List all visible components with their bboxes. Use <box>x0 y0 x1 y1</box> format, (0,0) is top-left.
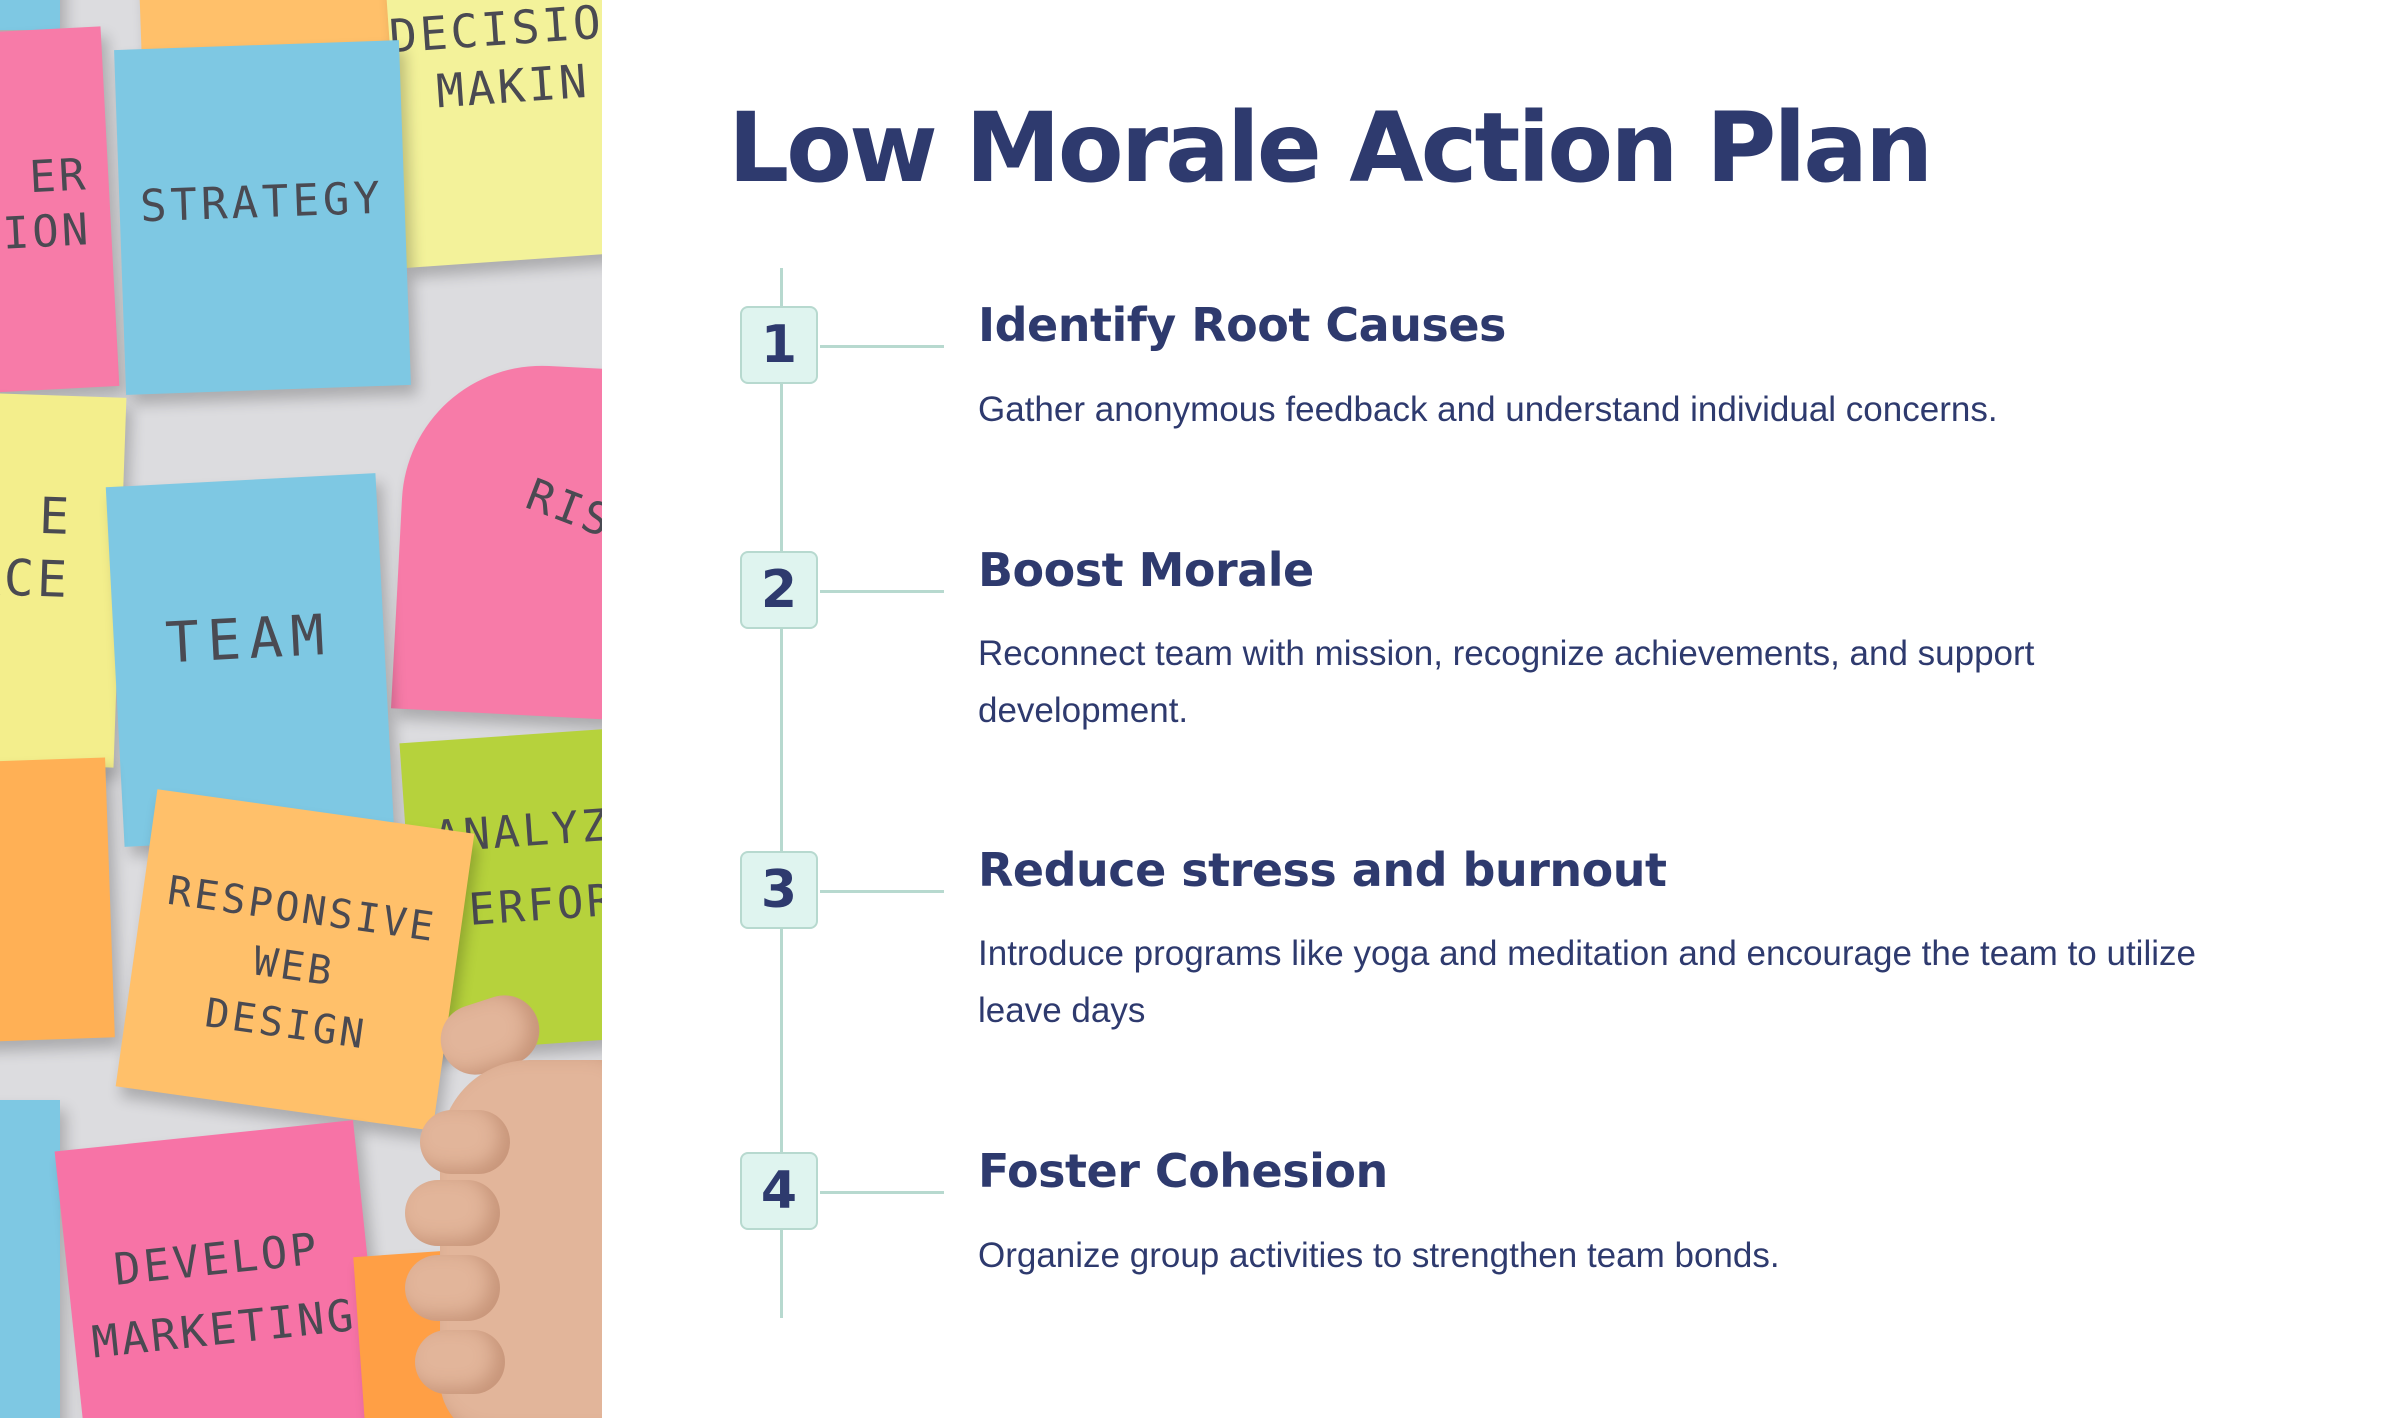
sticky-note-risk-text: RISK <box>519 469 602 560</box>
step-title: Foster Cohesion <box>978 1144 1388 1198</box>
sticky-note-develop: DEVELOP MARKETING <box>54 1120 386 1418</box>
step-number: 3 <box>760 860 798 920</box>
step-number-badge: 3 <box>740 851 818 929</box>
sticky-note-orange-left <box>0 757 115 1043</box>
sticky-note-risk: RISK <box>391 358 602 722</box>
slide-title: Low Morale Action Plan <box>728 92 1933 204</box>
step-description: Organize group activities to strengthen … <box>978 1236 1780 1275</box>
hand-finger <box>420 1110 510 1174</box>
sticky-note-responsive-text: RESPONSIVE WEB DESIGN <box>164 867 440 1059</box>
sticky-note-top-strip <box>0 0 60 30</box>
sticky-note-strategy: STRATEGY <box>114 40 411 395</box>
step-description: Reconnect team with mission, recognize a… <box>978 634 2035 730</box>
step-number-badge: 1 <box>740 306 818 384</box>
step-title: Boost Morale <box>978 543 1314 597</box>
sticky-note-responsive: RESPONSIVE WEB DESIGN <box>115 789 475 1131</box>
hand-finger <box>415 1330 505 1394</box>
sticky-note-team-text: TEAM <box>163 602 334 677</box>
step-title: Identify Root Causes <box>978 298 1506 352</box>
step-number: 1 <box>760 315 798 375</box>
step-connector <box>820 1191 944 1194</box>
sticky-note-develop-text: DEVELOP MARKETING <box>89 1223 359 1369</box>
step-connector <box>820 345 944 348</box>
sticky-note-decision: DECISION MAKIN <box>385 0 602 269</box>
step-number-badge: 4 <box>740 1152 818 1230</box>
step-number: 2 <box>760 560 798 620</box>
sticky-note-decision-text: DECISION MAKIN <box>387 0 602 118</box>
sticky-note-strategy-text: STRATEGY <box>139 172 385 233</box>
hand-finger <box>405 1255 500 1321</box>
step-connector <box>820 590 944 593</box>
hand-finger <box>405 1180 500 1246</box>
sticky-note-pink-left: ER ION <box>0 26 120 394</box>
sticky-note-blue-lower <box>0 1100 60 1418</box>
step-number-badge: 2 <box>740 551 818 629</box>
timeline-line <box>780 268 783 1318</box>
sticky-note-yellow-left: E RCE <box>0 392 127 768</box>
sticky-note-yellow-left-text: E RCE <box>0 486 74 609</box>
step-description: Gather anonymous feedback and understand… <box>978 390 1998 429</box>
sticky-note-pink-left-text: ER ION <box>1 149 93 260</box>
step-number: 4 <box>760 1161 798 1221</box>
step-connector <box>820 890 944 893</box>
sticky-note-team: TEAM <box>105 473 395 847</box>
step-title: Reduce stress and burnout <box>978 843 1667 897</box>
sticky-notes-photo: DECISION MAKIN ER ION STRATEGY E RCE RIS… <box>0 0 602 1418</box>
step-description: Introduce programs like yoga and meditat… <box>978 934 2196 1030</box>
